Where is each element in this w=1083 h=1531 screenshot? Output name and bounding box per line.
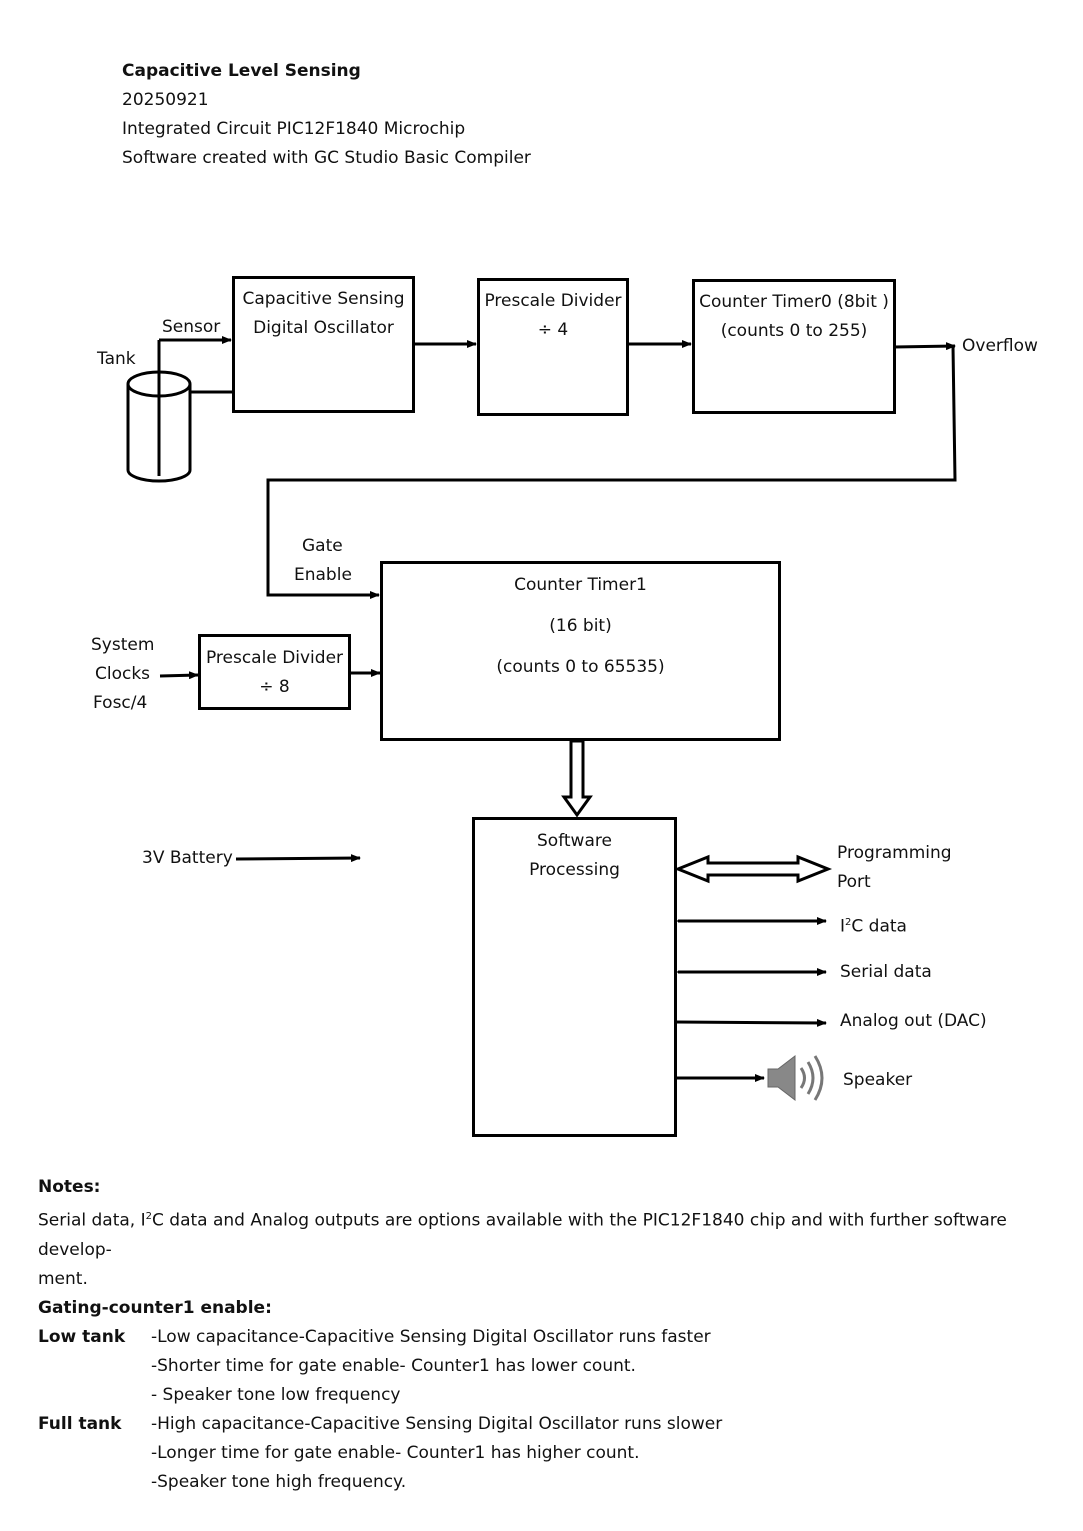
low-tank-row: - Speaker tone low frequency <box>38 1381 1048 1410</box>
timer1-to-software-arrow <box>561 739 593 818</box>
low-tank-line: -Low capacitance-Capacitive Sensing Digi… <box>151 1326 711 1347</box>
full-tank-row: -Speaker tone high frequency. <box>38 1468 1048 1497</box>
prescale4-label-2: ÷ 4 <box>537 320 569 340</box>
timer0-label-1: Counter Timer0 (8bit ) <box>699 292 889 312</box>
header-software: Software created with GC Studio Basic Co… <box>122 148 531 168</box>
tank-cylinder-icon <box>126 340 192 483</box>
prescale4-label-1: Prescale Divider <box>484 291 622 311</box>
gate-enable-line <box>266 345 957 599</box>
prescale8-box: Prescale Divider ÷ 8 <box>198 634 351 710</box>
software-box: Software Processing <box>472 817 677 1137</box>
full-tank-line: -Longer time for gate enable- Counter1 h… <box>151 1442 640 1463</box>
full-tank-row: -Longer time for gate enable- Counter1 h… <box>38 1439 1048 1468</box>
i2c-label: I2C data <box>840 916 907 937</box>
clock-label-2: Clocks <box>95 664 151 684</box>
notes-heading: Notes: <box>38 1177 101 1197</box>
serial-label: Serial data <box>840 962 932 982</box>
timer0-label-2: (counts 0 to 255) <box>720 321 868 341</box>
programming-port-arrow <box>673 854 833 884</box>
full-tank-label: Full tank <box>38 1413 122 1434</box>
notes-section: Notes: Serial data, I2C data and Analog … <box>38 1173 1048 1497</box>
timer1-box: Counter Timer1 (16 bit) (counts 0 to 655… <box>380 561 781 741</box>
low-tank-line: -Shorter time for gate enable- Counter1 … <box>151 1355 636 1376</box>
software-label-1: Software <box>537 831 612 851</box>
oscillator-label-1: Capacitive Sensing <box>242 289 405 309</box>
header-ic: Integrated Circuit PIC12F1840 Microchip <box>122 119 466 139</box>
low-tank-row: Low tank -Low capacitance-Capacitive Sen… <box>38 1323 1048 1352</box>
prescale8-label-1: Prescale Divider <box>205 648 344 668</box>
software-label-2: Processing <box>529 860 620 880</box>
prescale4-box: Prescale Divider ÷ 4 <box>477 278 629 416</box>
timer1-label-1: Counter Timer1 <box>514 575 647 595</box>
gate-label-1: Gate <box>302 536 343 556</box>
programming-port-label-1: Programming <box>837 843 952 863</box>
sensor-label: Sensor <box>162 317 221 337</box>
analog-label: Analog out (DAC) <box>840 1011 987 1031</box>
overflow-label: Overflow <box>962 336 1038 356</box>
full-tank-line: -High capacitance-Capacitive Sensing Dig… <box>151 1413 723 1434</box>
clock-arrow <box>159 671 199 680</box>
analog-arrow <box>675 1018 827 1027</box>
prescale8-label-2: ÷ 8 <box>259 677 290 697</box>
notes-paragraph-cont: ment. <box>38 1268 88 1289</box>
gate-label-2: Enable <box>294 565 352 585</box>
oscillator-label-2: Digital Oscillator <box>253 318 394 338</box>
full-tank-line: -Speaker tone high frequency. <box>151 1471 407 1492</box>
timer1-label-2: (16 bit) <box>549 616 612 636</box>
battery-label: 3V Battery <box>142 848 233 868</box>
tank-label: Tank <box>97 349 136 369</box>
speaker-icon <box>767 1054 824 1102</box>
clock-label-1: System <box>91 635 155 655</box>
speaker-label: Speaker <box>843 1070 913 1090</box>
clock-label-3: Fosc/4 <box>93 693 148 713</box>
low-tank-line: - Speaker tone low frequency <box>151 1384 401 1405</box>
battery-arrow <box>235 854 361 863</box>
full-tank-row: Full tank -High capacitance-Capacitive S… <box>38 1410 1048 1439</box>
gating-heading: Gating-counter1 enable: <box>38 1297 272 1318</box>
oscillator-box: Capacitive Sensing Digital Oscillator <box>232 276 415 413</box>
low-tank-label: Low tank <box>38 1326 126 1347</box>
timer0-box: Counter Timer0 (8bit ) (counts 0 to 255) <box>692 279 896 414</box>
notes-paragraph: Serial data, I2C data and Analog outputs… <box>38 1210 1007 1260</box>
low-tank-row: -Shorter time for gate enable- Counter1 … <box>38 1352 1048 1381</box>
programming-port-label-2: Port <box>837 872 871 892</box>
overflow-arrow <box>893 342 956 351</box>
header-date: 20250921 <box>122 90 209 110</box>
header: Capacitive Level Sensing 20250921 Integr… <box>122 57 531 173</box>
timer1-label-3: (counts 0 to 65535) <box>496 657 665 677</box>
page-title: Capacitive Level Sensing <box>122 61 361 81</box>
